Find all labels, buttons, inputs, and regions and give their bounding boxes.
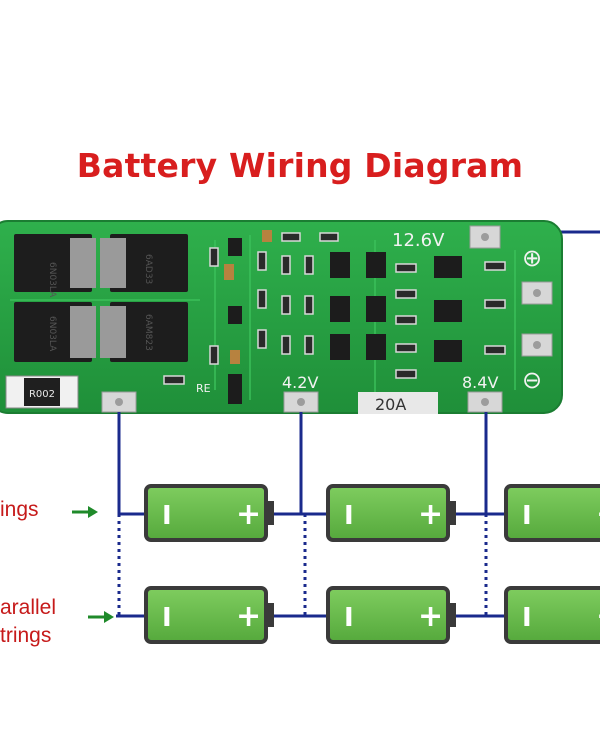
wires [116,412,506,618]
minus-symbol: ⊖ [522,366,542,394]
battery-plus-sign: + [418,497,443,532]
bms-board: 6N03LA 6AD33 6N03LA 6AM823 R002 [0,220,563,414]
page-title: Battery Wiring Diagram [76,146,524,185]
parallel-strings-label-line1: arallel [0,596,57,619]
battery-minus-sign: I [344,603,354,633]
re-label: RE [196,382,211,395]
voltage-mid-label: 4.2V [282,373,318,392]
battery-minus-sign: I [522,501,532,531]
battery-cell: I+ [144,586,274,644]
battery-cell: I+ [326,484,456,542]
battery-cell: I+ [504,586,600,644]
battery-cell: I+ [504,484,600,542]
series-strings-label: ings [0,498,39,521]
battery-minus-sign: I [522,603,532,633]
mosfet-4: 6AM823 [100,302,188,362]
battery-array: I+I+I+I+I+I+ [144,484,600,644]
current-rating-box [358,392,438,414]
voltage-right-label: 8.4V [462,373,498,392]
mosfet-2-code: 6AD33 [143,254,153,284]
arrows [72,506,114,623]
battery-minus-sign: I [162,501,172,531]
battery-plus-sign: + [596,599,600,634]
mosfet-1-code: 6N03LA [47,262,57,298]
battery-plus-sign: + [596,497,600,532]
battery-plus-sign: + [418,599,443,634]
battery-plus-sign: + [236,599,261,634]
plus-symbol: ⊕ [522,244,542,272]
parallel-strings-label-line2: trings [0,624,52,647]
mosfet-2: 6AD33 [100,234,188,292]
battery-minus-sign: I [344,501,354,531]
current-rating-label: 20A [375,395,406,414]
wire-b-minus [117,412,146,516]
shunt-resistor-code: R002 [29,389,55,400]
battery-minus-sign: I [162,603,172,633]
mosfet-4-code: 6AM823 [143,314,153,351]
mosfet-1: 6N03LA [14,234,96,298]
voltage-top-label: 12.6V [392,230,445,251]
mosfet-3: 6N03LA [14,302,96,362]
battery-cell: I+ [326,586,456,644]
battery-cell: I+ [144,484,274,542]
mosfet-3-code: 6N03LA [47,316,57,352]
battery-plus-sign: + [236,497,261,532]
